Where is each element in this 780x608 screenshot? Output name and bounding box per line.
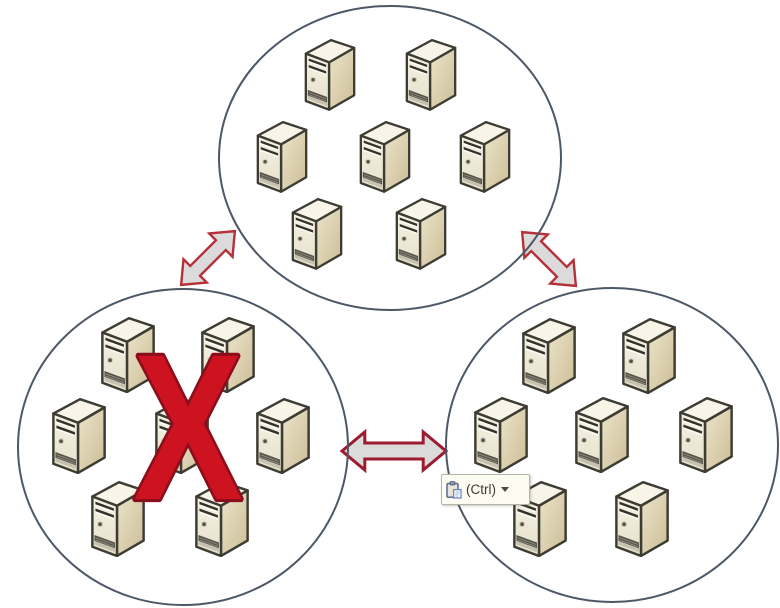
server-icon: [474, 396, 528, 473]
bottom-left-cluster-circle: [17, 288, 349, 606]
server-icon: [522, 317, 576, 394]
paste-options-button[interactable]: (Ctrl): [441, 474, 530, 505]
server-icon: [622, 317, 676, 394]
server-icon: [291, 197, 343, 270]
arrow-bottom-left-to-bottom-right: [339, 428, 449, 474]
arrow-top-to-bottom-right: [520, 230, 578, 288]
server-icon: [395, 197, 447, 270]
server-icon: [304, 38, 356, 111]
server-icon: [615, 480, 669, 557]
server-icon: [679, 396, 733, 473]
server-icon: [256, 120, 308, 193]
bottom-right-cluster-circle: [445, 287, 779, 603]
server-icon: [256, 397, 310, 474]
paste-options-label: (Ctrl): [466, 481, 496, 497]
server-icon: [459, 120, 511, 193]
server-icon: [405, 38, 457, 111]
server-icon: [52, 397, 106, 474]
chevron-down-icon[interactable]: [501, 487, 509, 492]
arrow-top-to-bottom-left: [179, 229, 237, 287]
paste-clipboard-icon: [445, 480, 463, 499]
failure-x-mark: X: [133, 310, 242, 543]
server-icon: [575, 396, 629, 473]
server-icon: [359, 120, 411, 193]
top-cluster-circle: [218, 5, 562, 311]
